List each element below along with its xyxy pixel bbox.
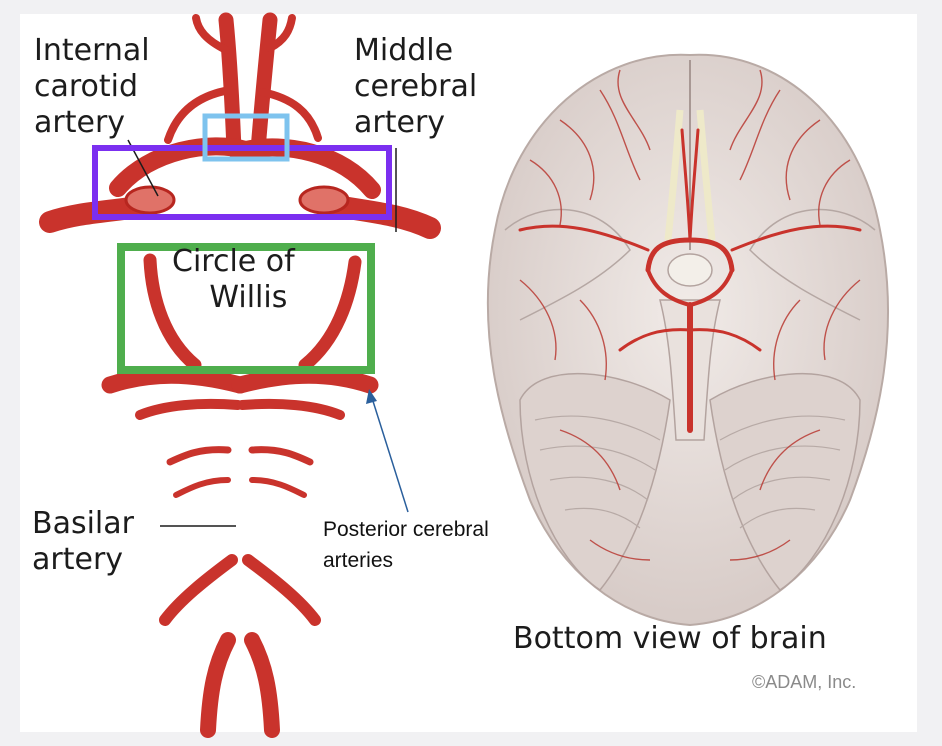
posterior-pointer-arrow bbox=[366, 389, 409, 513]
highlight-box-blue bbox=[202, 113, 290, 162]
label-internal-carotid-artery: Internal carotid artery bbox=[34, 33, 150, 141]
label-basilar-artery: Basilar artery bbox=[32, 506, 134, 578]
label-line: artery bbox=[32, 542, 124, 577]
copyright-credit: ©ADAM, Inc. bbox=[752, 672, 857, 692]
label-line: artery bbox=[34, 105, 126, 140]
label-line: Circle of bbox=[172, 244, 295, 279]
label-bottom-view-of-brain: Bottom view of brain bbox=[513, 621, 827, 656]
artery-diagram bbox=[39, 12, 441, 745]
label-circle-of-willis: Circle of Willis bbox=[172, 244, 295, 316]
highlight-box-purple bbox=[92, 145, 392, 220]
label-line: cerebral bbox=[354, 69, 478, 104]
label-line: Internal bbox=[34, 33, 150, 68]
label-line: Middle bbox=[354, 33, 454, 68]
label-line: Willis bbox=[209, 280, 288, 315]
label-middle-cerebral-artery: Middle cerebral artery bbox=[354, 33, 477, 141]
label-line: artery bbox=[354, 105, 446, 140]
label-posterior-cerebral-arteries: Posterior cerebral arteries bbox=[323, 514, 489, 576]
highlight-box-green bbox=[117, 243, 375, 374]
label-line: carotid bbox=[34, 69, 139, 104]
brain-illustration bbox=[486, 53, 890, 627]
label-line: Posterior cerebral bbox=[323, 518, 489, 541]
label-line: Basilar bbox=[32, 506, 134, 541]
label-line: arteries bbox=[323, 549, 394, 572]
